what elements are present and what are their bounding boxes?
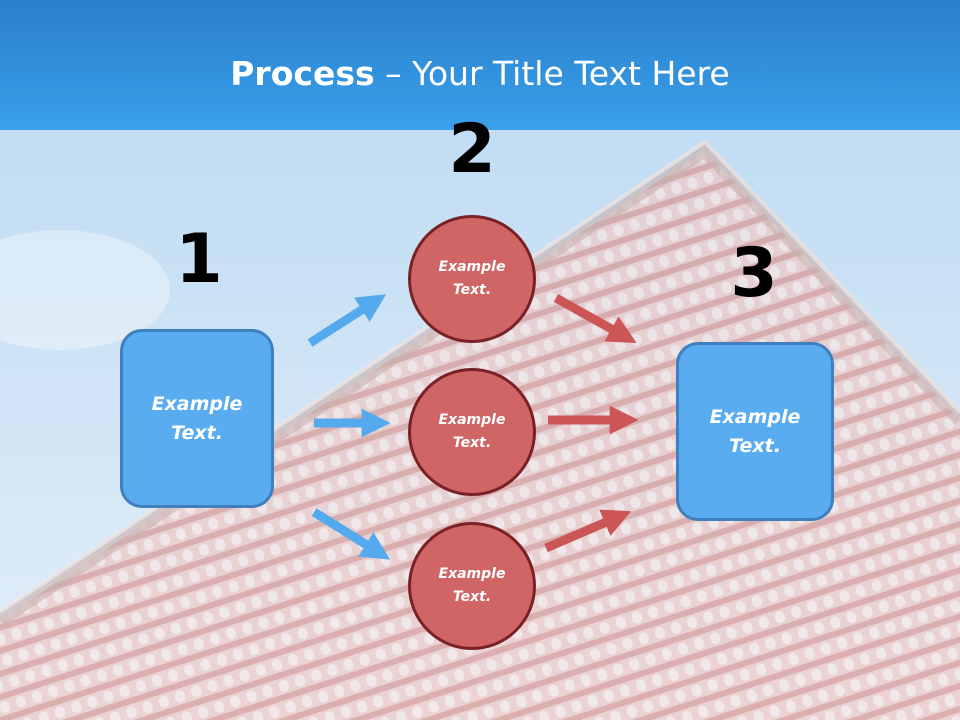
red-arrow-up — [544, 509, 632, 553]
slide-title: Process – Your Title Text Here — [0, 52, 960, 96]
right-step-box: Example Text. — [676, 342, 834, 521]
circle-text: Example Text. — [438, 566, 506, 605]
circle-text: Example Text. — [438, 259, 506, 298]
middle-circle-top: Example Text. — [408, 215, 536, 343]
left-box-text: Example Text. — [151, 392, 243, 444]
left-step-box: Example Text. — [120, 329, 274, 508]
title-strong: Process — [230, 54, 375, 93]
middle-circle-center: Example Text. — [408, 368, 536, 496]
blue-arrow-up — [307, 294, 387, 347]
blue-arrow-down — [311, 508, 391, 560]
title-rest: – Your Title Text Here — [374, 54, 730, 93]
middle-circle-bottom: Example Text. — [408, 522, 536, 650]
right-box-text: Example Text. — [709, 405, 801, 457]
step-number-2: 2 — [448, 110, 496, 189]
circle-text: Example Text. — [438, 412, 506, 451]
step-number-1: 1 — [175, 220, 223, 299]
step-number-3: 3 — [730, 234, 778, 313]
red-arrow-down — [553, 294, 637, 344]
